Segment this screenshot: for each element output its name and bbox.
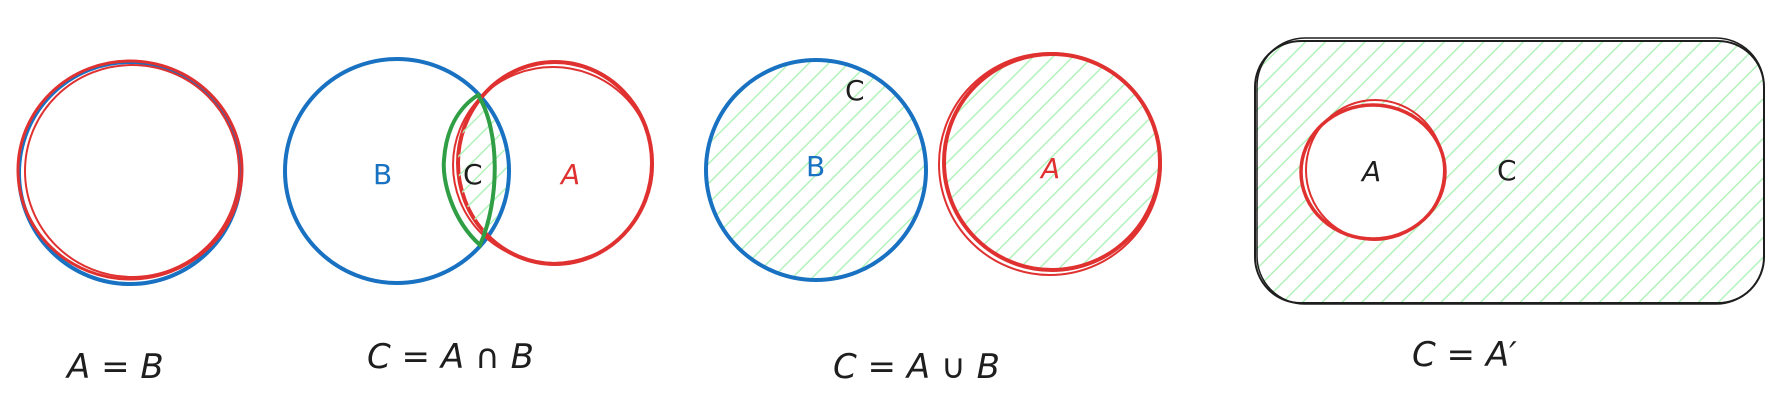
panel-union: C B A C = A ∪ B: [704, 52, 1162, 387]
panel-complement: A C C = A′: [1254, 37, 1765, 375]
intersection-outline: [441, 92, 497, 249]
label-b: B: [373, 158, 392, 191]
caption-union: C = A ∪ B: [833, 347, 1000, 387]
panel-equal: A = B: [16, 59, 244, 387]
panel-intersection: B C A C = A ∩ B: [283, 57, 654, 377]
set-a-circle-sketch: [1305, 99, 1445, 241]
set-a-circle-sketch: [938, 52, 1162, 276]
label-c: C: [463, 158, 483, 191]
label-b: B: [806, 150, 825, 183]
label-a: A: [559, 158, 580, 191]
label-a: A: [1039, 152, 1060, 185]
caption-intersection: C = A ∩ B: [367, 337, 534, 377]
set-a-circle: [16, 59, 244, 281]
label-c: C: [1497, 154, 1517, 187]
caption-complement: C = A′: [1412, 335, 1517, 375]
set-a-circle-sketch: [24, 64, 240, 278]
universe-rect-sketch: [1256, 37, 1765, 305]
caption-equal: A = B: [65, 347, 164, 387]
label-c: C: [845, 74, 865, 107]
label-a: A: [1360, 155, 1381, 188]
set-b-circle: [283, 57, 511, 285]
set-a-circle-sketch: [452, 66, 654, 264]
set-b-circle: [704, 58, 928, 282]
